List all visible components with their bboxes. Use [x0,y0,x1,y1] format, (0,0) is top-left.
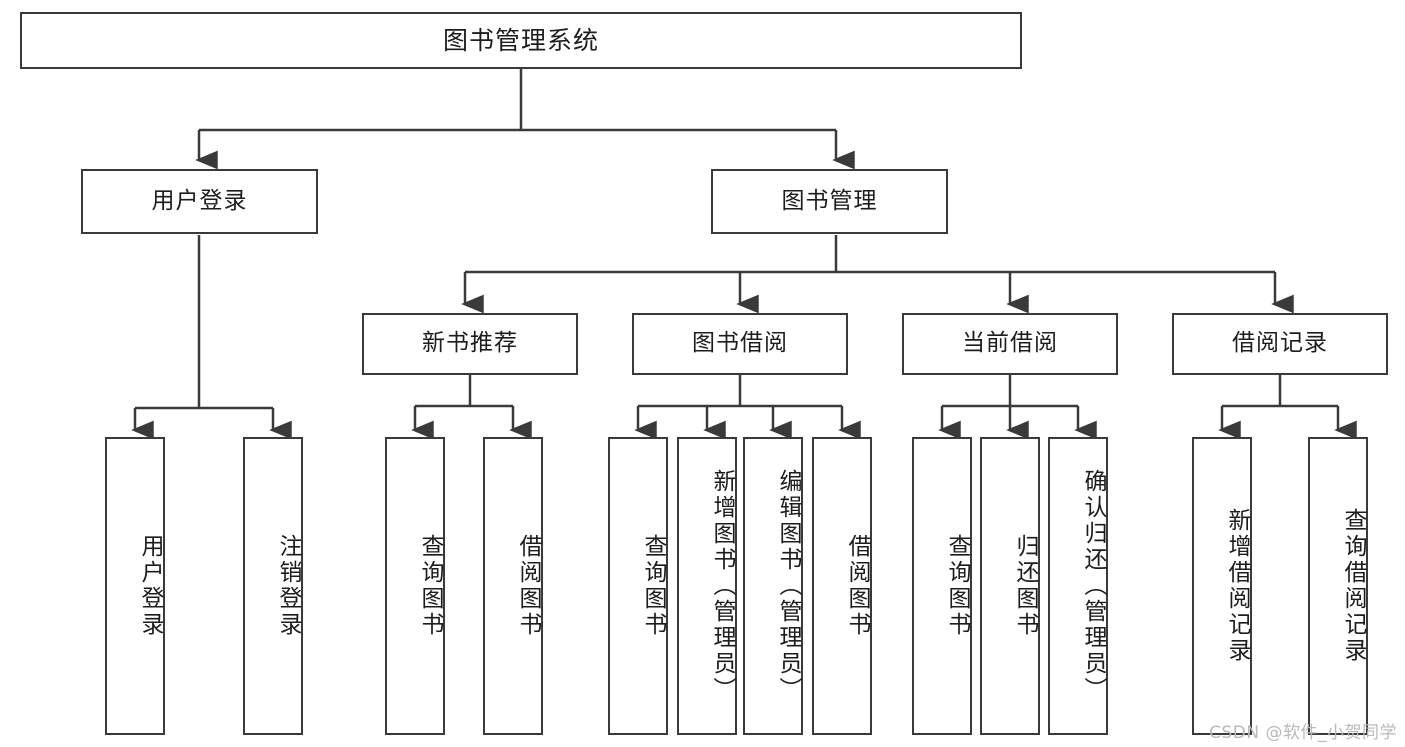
leaf-query-book-newbook[interactable]: 查询图书 [385,437,445,735]
node-new-book-recommend[interactable]: 新书推荐 [362,313,578,375]
node-label: 新增借阅记录 [1224,508,1250,664]
node-label: 借阅记录 [1232,330,1328,357]
leaf-query-book-borrow[interactable]: 查询图书 [608,437,668,735]
node-book-borrow[interactable]: 图书借阅 [632,313,848,375]
node-label: 新书推荐 [422,330,518,357]
node-label: 查询图书 [417,534,443,638]
leaf-add-borrow-record[interactable]: 新增借阅记录 [1192,437,1252,735]
node-label: 当前借阅 [962,330,1058,357]
leaf-edit-book-admin[interactable]: 编辑图书（管理员） [743,437,803,735]
watermark-text: CSDN @软件_小贺同学 [1209,723,1397,743]
leaf-borrow-book-newbook[interactable]: 借阅图书 [483,437,543,735]
node-label: 图书管理 [781,187,878,214]
node-label: 借阅图书 [844,534,870,638]
node-label: 注销登录 [275,534,301,638]
node-label: 查询图书 [944,534,970,638]
node-label: 用户登录 [137,534,163,638]
node-label: 新增图书（管理员） [709,469,735,703]
node-book-management[interactable]: 图书管理 [711,169,948,234]
node-current-borrow[interactable]: 当前借阅 [902,313,1118,375]
node-label: 确认归还（管理员） [1080,469,1106,703]
leaf-user-login[interactable]: 用户登录 [105,437,165,735]
node-label: 图书管理系统 [442,25,599,55]
node-label: 归还图书 [1012,534,1038,638]
leaf-add-book-admin[interactable]: 新增图书（管理员） [677,437,737,735]
node-borrow-records[interactable]: 借阅记录 [1172,313,1388,375]
leaf-query-book-current[interactable]: 查询图书 [912,437,972,735]
node-label: 查询图书 [640,534,666,638]
leaf-query-borrow-record[interactable]: 查询借阅记录 [1308,437,1368,735]
node-user-login[interactable]: 用户登录 [81,169,318,234]
node-root-system[interactable]: 图书管理系统 [20,12,1022,69]
leaf-confirm-return-admin[interactable]: 确认归还（管理员） [1048,437,1108,735]
node-label: 借阅图书 [515,534,541,638]
leaf-borrow-book[interactable]: 借阅图书 [812,437,872,735]
leaf-user-logout[interactable]: 注销登录 [243,437,303,735]
node-label: 图书借阅 [692,330,788,357]
node-label: 查询借阅记录 [1340,508,1366,664]
leaf-return-book[interactable]: 归还图书 [980,437,1040,735]
node-label: 编辑图书（管理员） [775,469,801,703]
node-label: 用户登录 [151,187,248,214]
